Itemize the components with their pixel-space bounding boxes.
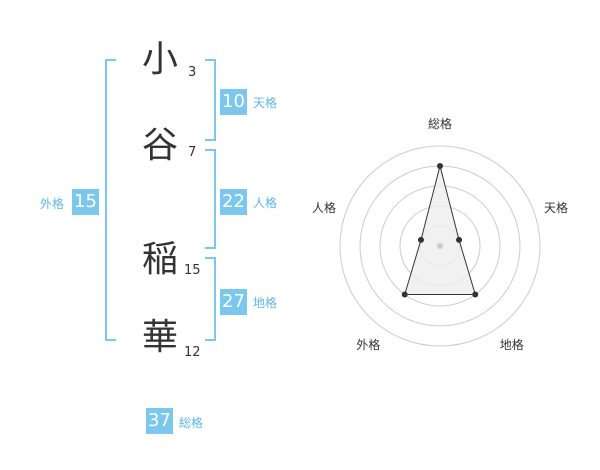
jinkaku-badge: 22 (220, 189, 247, 215)
gaikaku-label: 外格 (40, 197, 65, 211)
radar-point-3 (472, 291, 479, 298)
soukaku-label: 総格 (179, 416, 204, 430)
name-char-1: 小 (141, 39, 178, 80)
chikaku-badge: 27 (220, 289, 247, 315)
stroke-count-4: 12 (184, 345, 201, 360)
stroke-count-3: 15 (184, 263, 201, 278)
stroke-count-1: 3 (188, 65, 197, 80)
radar-point-5 (417, 236, 424, 243)
radar-point-4 (401, 291, 408, 298)
radar-ring (339, 145, 541, 347)
name-char-4: 華 (141, 317, 178, 358)
radar-point-2 (456, 236, 463, 243)
chikaku-label: 地格 (253, 296, 278, 310)
tenkaku-badge: 10 (220, 89, 247, 115)
radar-axis-label-2: 天格 (544, 201, 569, 216)
gaikaku-badge: 15 (72, 189, 99, 215)
name-char-3: 稲 (141, 239, 178, 280)
chikaku-bracket (205, 257, 216, 341)
radar-point-1 (437, 163, 443, 169)
radar-axis-label-3: 地格 (499, 337, 524, 352)
jinkaku-label: 人格 (253, 196, 278, 210)
name-char-2: 谷 (141, 125, 178, 166)
radar-axis-label-5: 人格 (311, 201, 336, 216)
radar-center-dot (437, 243, 443, 249)
soukaku-badge: 37 (146, 408, 173, 434)
stroke-count-2: 7 (188, 145, 197, 160)
radar-series-polygon (404, 165, 476, 295)
gaikaku-bracket (105, 59, 116, 341)
radar-axis-label-4: 外格 (356, 337, 381, 352)
radar-axis-label-1: 総格 (427, 117, 453, 131)
tenkaku-bracket (205, 59, 216, 141)
jinkaku-bracket (205, 149, 216, 249)
tenkaku-label: 天格 (253, 96, 278, 110)
